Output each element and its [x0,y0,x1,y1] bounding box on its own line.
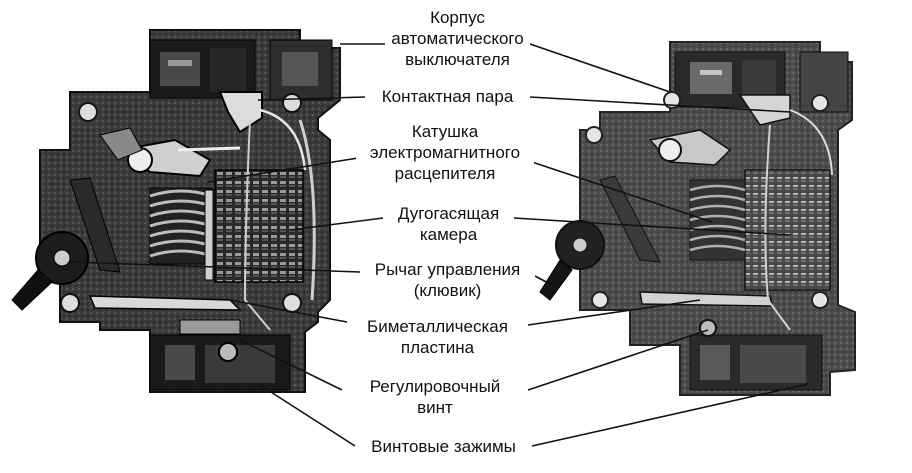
label-arc-chamber: Дугогасящая камера [383,203,514,245]
leader-arc-left [289,217,384,231]
left-bimetal-strip [88,295,242,311]
label-bimetal: Биметаллическая пластина [347,316,528,358]
left-arc-chamber [214,169,304,283]
label-housing: Корпус автоматического выключателя [385,7,530,70]
label-lever: Рычаг управления (клювик) [360,259,535,301]
left-breaker-illustration [11,29,341,393]
right-arc-chamber [744,169,831,291]
right-breaker-illustration [539,41,856,396]
right-control-lever [539,175,661,301]
label-contact-pair: Контактная пара [365,86,530,107]
left-adjust-screw [218,342,238,362]
leader-bimetal-left [229,299,348,323]
leader-contact-left [257,96,366,101]
leader-coil-right [531,161,713,223]
label-coil: Катушка электромагнитного расцепителя [356,121,534,184]
leader-screw-left [239,339,343,391]
leader-lever-right [534,275,553,286]
leader-lines [69,43,809,447]
left-contact-pair [218,91,263,134]
leader-terminals-left [259,384,356,447]
right-coil [689,179,746,261]
left-mount-hole [78,102,98,122]
leader-lever-left [69,261,361,273]
right-adjust-screw [699,319,717,337]
left-control-lever [11,177,121,311]
leader-terminals-right [531,383,809,447]
leader-housing-right [529,43,671,93]
leader-screw-right [527,329,709,391]
leader-coil-left [207,157,359,183]
leader-contact-right [529,96,791,113]
label-screw: Регулировочный винт [342,376,528,418]
label-terminals: Винтовые зажимы [355,436,532,457]
leader-arc-right [513,217,791,236]
leader-bimetal-right [527,299,701,326]
left-coil [149,187,214,281]
